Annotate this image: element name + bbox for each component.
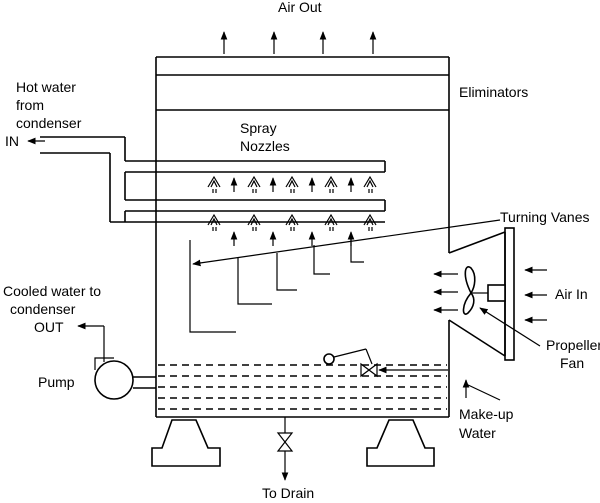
inlet-pipe (27, 136, 386, 223)
label-makeup-1: Make-up (459, 406, 514, 422)
spray-nozzles-upper (207, 175, 377, 193)
label-in: IN (5, 133, 19, 149)
label-turning-vanes: Turning Vanes (500, 209, 590, 225)
label-cooled-1: Cooled water to (3, 283, 101, 299)
label-makeup-2: Water (459, 425, 496, 441)
label-pump: Pump (38, 374, 75, 390)
label-spray-1: Spray (240, 120, 277, 136)
label-propeller-1: Propeller (546, 337, 600, 353)
label-to-drain: To Drain (262, 485, 314, 501)
pump (77, 322, 156, 400)
support-legs (151, 419, 435, 467)
label-air-out: Air Out (278, 0, 322, 15)
label-hot-water-3: condenser (16, 115, 82, 131)
eliminators (156, 74, 449, 111)
turning-vanes (189, 219, 501, 333)
label-propeller-2: Fan (560, 355, 584, 371)
tower-shell (155, 56, 450, 418)
float-valve (323, 348, 501, 401)
air-out-arrows (220, 31, 377, 54)
label-air-in: Air In (555, 286, 588, 302)
label-spray-2: Nozzles (240, 138, 290, 154)
basin-water (158, 364, 447, 410)
label-cooled-2: condenser (10, 301, 76, 317)
drain-valve (276, 417, 294, 481)
label-out: OUT (34, 319, 64, 335)
propeller-fan (448, 227, 541, 361)
label-hot-water-2: from (16, 97, 44, 113)
label-eliminators: Eliminators (459, 84, 528, 100)
label-hot-water-1: Hot water (16, 79, 76, 95)
air-in-arrows (433, 266, 547, 324)
